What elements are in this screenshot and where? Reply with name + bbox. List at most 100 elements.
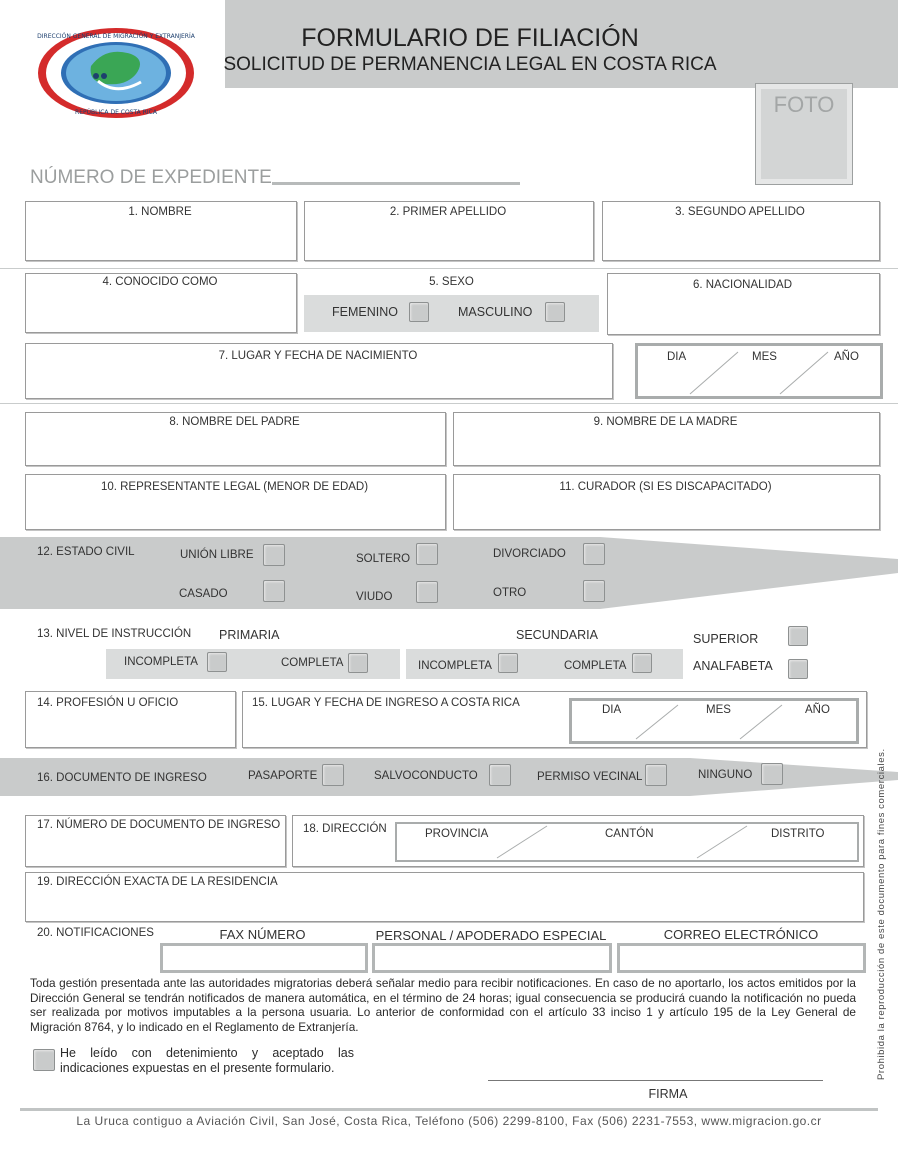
masculino-checkbox[interactable] <box>545 302 565 322</box>
form-title: FORMULARIO DE FILIACIÓN <box>301 24 639 52</box>
side-note: Prohibida la reproducción de este docume… <box>876 748 887 1080</box>
viudo-label: VIUDO <box>356 591 393 603</box>
svg-text:REPÚBLICA DE COSTA RICA: REPÚBLICA DE COSTA RICA <box>75 109 158 116</box>
nombre-field[interactable] <box>25 201 297 261</box>
nacionalidad-field[interactable] <box>607 273 880 335</box>
segundo-apellido-field[interactable] <box>602 201 880 261</box>
curador-field[interactable] <box>453 474 880 530</box>
ano-label: AÑO <box>834 351 859 363</box>
fecha-nacimiento-field[interactable] <box>635 343 883 399</box>
secundaria-completa-label: COMPLETA <box>564 660 627 672</box>
nombre-label: 1. NOMBRE <box>128 206 192 218</box>
secundaria-incompleta-label: INCOMPLETA <box>418 660 492 672</box>
direccion-exacta-field[interactable] <box>25 872 864 922</box>
nombre-madre-label: 9. NOMBRE DE LA MADRE <box>593 416 738 428</box>
consent-text: He leído con detenimiento y aceptado las… <box>60 1046 354 1075</box>
primer-apellido-field[interactable] <box>304 201 594 261</box>
nivel-instruccion-label: 13. NIVEL DE INSTRUCCIÓN <box>37 628 192 640</box>
permiso-vecinal-label: PERMISO VECINAL <box>537 771 643 783</box>
fax-field[interactable] <box>160 943 368 973</box>
nombre-padre-field[interactable] <box>25 412 446 466</box>
casado-checkbox[interactable] <box>263 580 285 602</box>
segundo-apellido-label: 3. SEGUNDO APELLIDO <box>675 206 805 218</box>
footer-divider <box>20 1108 878 1111</box>
soltero-label: SOLTERO <box>356 553 411 565</box>
personal-field[interactable] <box>372 943 612 973</box>
sexo-label: 5. SEXO <box>429 276 474 288</box>
direccion-exacta-label: 19. DIRECCIÓN EXACTA DE LA RESIDENCIA <box>37 876 278 888</box>
numero-documento-label: 17. NÚMERO DE DOCUMENTO DE INGRESO <box>37 819 281 831</box>
lugar-nacimiento-field[interactable] <box>25 343 613 399</box>
salvoconducto-checkbox[interactable] <box>489 764 511 786</box>
divorciado-checkbox[interactable] <box>583 543 605 565</box>
footer-text: La Uruca contiguo a Aviación Civil, San … <box>76 1114 822 1128</box>
ninguno-checkbox[interactable] <box>761 763 783 785</box>
primaria-incompleta-label: INCOMPLETA <box>124 656 198 668</box>
documento-ingreso-band <box>0 758 898 796</box>
lugar-nacimiento-label: 7. LUGAR Y FECHA DE NACIMIENTO <box>218 350 418 362</box>
analfabeta-label: ANALFABETA <box>693 659 773 673</box>
expediente-line[interactable] <box>272 182 520 185</box>
photo-box[interactable]: FOTO <box>755 83 853 185</box>
pasaporte-checkbox[interactable] <box>322 764 344 786</box>
primaria-completa-checkbox[interactable] <box>348 653 368 673</box>
firma-label: FIRMA <box>648 1087 688 1101</box>
dia-label: DIA <box>667 351 687 363</box>
provincia-canton-distrito-field[interactable] <box>395 822 859 862</box>
divorciado-label: DIVORCIADO <box>493 548 566 560</box>
firma-line[interactable] <box>488 1080 823 1081</box>
secundaria-incompleta-checkbox[interactable] <box>498 653 518 673</box>
correo-field[interactable] <box>617 943 866 973</box>
secundaria-label: SECUNDARIA <box>516 628 598 642</box>
fecha-ingreso-field[interactable] <box>569 698 859 744</box>
ingreso-costa-rica-label: 15. LUGAR Y FECHA DE INGRESO A COSTA RIC… <box>252 697 520 709</box>
notificaciones-label: 20. NOTIFICACIONES <box>37 927 154 939</box>
primaria-incompleta-checkbox[interactable] <box>207 652 227 672</box>
estado-civil-label: 12. ESTADO CIVIL <box>37 546 135 558</box>
union-libre-label: UNIÓN LIBRE <box>180 549 254 561</box>
soltero-checkbox[interactable] <box>416 543 438 565</box>
permiso-vecinal-checkbox[interactable] <box>645 764 667 786</box>
conocido-como-field[interactable] <box>25 273 297 333</box>
conocido-como-label: 4. CONOCIDO COMO <box>102 276 218 288</box>
superior-checkbox[interactable] <box>788 626 808 646</box>
nombre-madre-field[interactable] <box>453 412 880 466</box>
provincia-label: PROVINCIA <box>425 828 489 840</box>
representante-legal-field[interactable] <box>25 474 446 530</box>
primaria-completa-label: COMPLETA <box>281 657 344 669</box>
profesion-field[interactable] <box>25 691 236 748</box>
casado-label: CASADO <box>179 588 228 600</box>
superior-label: SUPERIOR <box>693 632 759 646</box>
secundaria-completa-checkbox[interactable] <box>632 653 652 673</box>
primer-apellido-label: 2. PRIMER APELLIDO <box>389 206 507 218</box>
analfabeta-checkbox[interactable] <box>788 659 808 679</box>
consent-checkbox[interactable] <box>33 1049 55 1071</box>
nombre-padre-label: 8. NOMBRE DEL PADRE <box>169 416 300 428</box>
divider <box>0 403 898 404</box>
logo: DIRECCIÓN GENERAL DE MIGRACIÓN Y EXTRANJ… <box>36 26 196 120</box>
ingreso-ano-label: AÑO <box>805 704 830 716</box>
numero-documento-field[interactable] <box>25 815 286 867</box>
representante-legal-label: 10. REPRESENTANTE LEGAL (MENOR DE EDAD) <box>100 481 369 493</box>
ingreso-mes-label: MES <box>706 704 731 716</box>
correo-label: CORREO ELECTRÓNICO <box>663 927 819 942</box>
curador-label: 11. CURADOR (SI ES DISCAPACITADO) <box>559 481 772 493</box>
profesion-label: 14. PROFESIÓN U OFICIO <box>37 697 179 709</box>
otro-checkbox[interactable] <box>583 580 605 602</box>
pasaporte-label: PASAPORTE <box>248 770 318 782</box>
photo-label: FOTO <box>773 92 835 117</box>
ninguno-label: NINGUNO <box>698 769 753 781</box>
union-libre-checkbox[interactable] <box>263 544 285 566</box>
svg-text:DIRECCIÓN GENERAL DE MIGRACIÓN: DIRECCIÓN GENERAL DE MIGRACIÓN Y EXTRANJ… <box>37 33 196 40</box>
mes-label: MES <box>752 351 777 363</box>
divider <box>0 268 898 269</box>
viudo-checkbox[interactable] <box>416 581 438 603</box>
personal-label: PERSONAL / APODERADO ESPECIAL <box>375 928 607 943</box>
otro-label: OTRO <box>493 587 527 599</box>
estado-civil-band <box>0 537 898 609</box>
ingreso-dia-label: DIA <box>602 704 622 716</box>
expediente-label: NÚMERO DE EXPEDIENTE <box>30 167 272 188</box>
nacionalidad-label: 6. NACIONALIDAD <box>692 279 793 291</box>
fax-label: FAX NÚMERO <box>219 927 306 942</box>
femenino-checkbox[interactable] <box>409 302 429 322</box>
